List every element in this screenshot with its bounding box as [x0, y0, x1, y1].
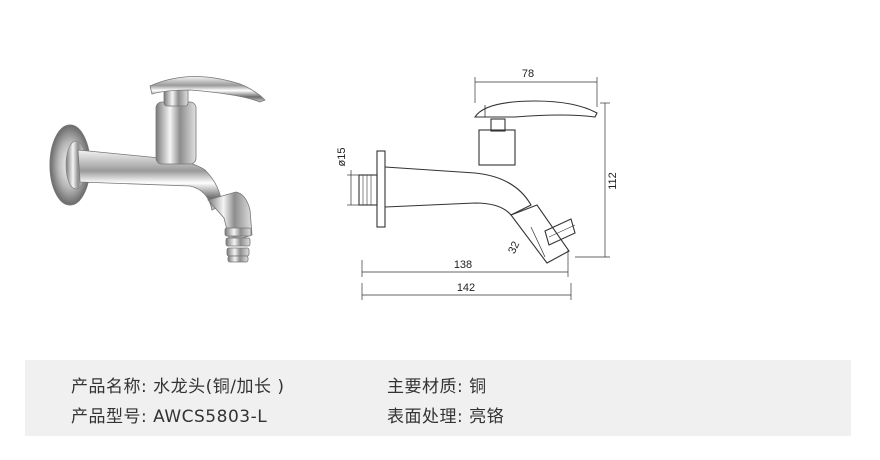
dim-138: 138 — [454, 259, 472, 271]
finish-label: 表面处理: — [387, 407, 464, 427]
product-name-label: 产品名称: — [71, 377, 148, 397]
dim-78: 78 — [522, 68, 534, 80]
spec-model: 产品型号: AWCS5803-L — [71, 402, 267, 427]
faucet-dimension-drawing: 78 112 ø15 32 138 142 — [336, 68, 619, 300]
finish-value: 亮铬 — [469, 407, 505, 427]
spec-finish: 表面处理: 亮铬 — [387, 402, 504, 427]
material-label: 主要材质: — [387, 377, 464, 397]
dim-32: 32 — [506, 240, 522, 256]
model-label: 产品型号: — [71, 407, 148, 427]
dim-112: 112 — [607, 172, 619, 190]
spec-material: 主要材质: 铜 — [387, 372, 487, 397]
material-value: 铜 — [469, 377, 487, 397]
model-value: AWCS5803-L — [153, 407, 268, 427]
dim-142: 142 — [457, 282, 475, 294]
dim-inlet: ø15 — [336, 148, 348, 167]
product-name-value: 水龙头(铜/加长 ) — [153, 377, 285, 397]
spec-panel: 产品名称: 水龙头(铜/加长 ) 产品型号: AWCS5803-L 主要材质: … — [25, 360, 851, 436]
spec-product-name: 产品名称: 水龙头(铜/加长 ) — [71, 372, 285, 397]
faucet-product-photo — [49, 76, 266, 263]
